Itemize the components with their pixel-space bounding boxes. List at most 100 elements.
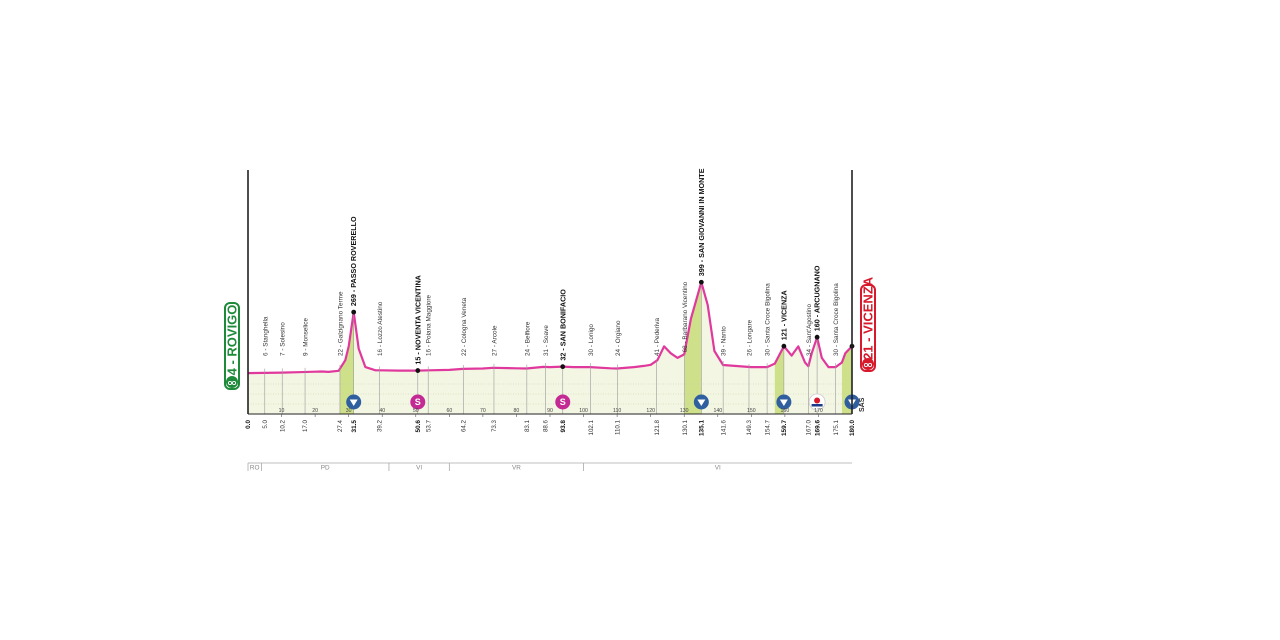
km-label: 50.6	[415, 420, 422, 433]
km-label: 149.3	[746, 419, 753, 435]
km-label: 159.7	[781, 420, 788, 436]
axis-tick-label: 140	[713, 408, 722, 414]
redbull-marker-sun	[814, 397, 821, 404]
sprint-marker-label: S	[560, 397, 566, 407]
distance-axis-layer: 10 20 30 40 50 60 70 80 90 100 110 120 130 140 150 160 1…	[245, 170, 856, 436]
start-badge-cyclist-icon	[226, 376, 238, 388]
place-dot	[781, 343, 787, 349]
km-label: 10.2	[279, 419, 286, 432]
place-label: 30 - Santa Croce Bigolina	[765, 283, 772, 356]
place-labels-layer: 6 - Stanghella 7 - Solesino 9 - Monselice 2…	[262, 168, 855, 414]
place-label: 22 - Cologna Veneta	[461, 297, 468, 356]
climb-marker-icon	[349, 399, 358, 406]
km-label: 110.1	[615, 419, 622, 435]
place-label: 30 - Santa Croce Bigolina	[833, 283, 840, 356]
axis-tick-label: 70	[480, 408, 486, 414]
place-label: 15 - NOVENTA VICENTINA	[413, 275, 422, 364]
redbull-marker-bar	[811, 404, 823, 407]
axis-tick-label: 30	[346, 408, 352, 414]
province-strip-layer: RO PD VI VR VI	[247, 462, 852, 472]
province-label: VI	[416, 465, 422, 472]
km-label: 135.1	[699, 420, 706, 436]
axis-tick-label: 120	[646, 408, 655, 414]
axis-tick-label: 40	[379, 408, 385, 414]
climb-highlight	[841, 282, 852, 414]
axis-tick-label: 160	[781, 408, 790, 414]
axis-tick-label: 90	[547, 408, 553, 414]
place-label: 31 - Soave	[543, 325, 550, 356]
finish-badge-wheel	[867, 362, 873, 368]
place-label: 121 - VICENZA	[779, 290, 788, 340]
place-label: 34 - Sant'Agostino	[806, 304, 813, 356]
start-badge-wheel	[231, 380, 237, 386]
place-dot	[814, 334, 820, 340]
place-label: 68 - Barbarano Vicentino	[682, 281, 689, 352]
place-label: 16 - Lozzo Atestino	[377, 301, 384, 356]
place-label: 16 - Poiana Maggiore	[426, 294, 433, 356]
place-label: 27 - Arcole	[492, 325, 499, 356]
place-label: 6 - Stanghella	[262, 316, 269, 356]
km-label: 175.1	[833, 419, 840, 435]
start-badge-box	[224, 302, 240, 390]
axis-tick-label: 150	[747, 408, 756, 414]
km-label-start: 0.0	[245, 420, 252, 429]
km-label: 31.5	[351, 420, 358, 433]
km-label: 27.4	[337, 419, 344, 432]
km-label: 17.0	[302, 419, 309, 432]
km-label-finish: 180.0	[849, 420, 856, 436]
finish-badge-cyclist-icon	[862, 358, 874, 370]
km-label: 130.1	[682, 419, 689, 435]
axis-tick-label: 60	[446, 408, 452, 414]
place-label: 269 - PASSO ROVERELLO	[349, 216, 358, 306]
place-label: 399 - SAN GIOVANNI IN MONTE	[697, 168, 706, 276]
km-label: 169.6	[814, 420, 821, 436]
km-label: 121.8	[654, 419, 661, 435]
start-finish-layer: 4 - ROVIGO 121 - VICENZA	[224, 276, 876, 390]
place-label: 26 - Longare	[747, 319, 754, 356]
km-label: 73.3	[491, 419, 498, 432]
axis-tick-label: 130	[680, 408, 689, 414]
place-label: 9 - Monselice	[303, 318, 310, 356]
start-badge-wheel	[227, 380, 233, 386]
finish-sign: SAS	[859, 397, 866, 412]
km-label: 83.1	[524, 419, 531, 432]
province-label: RO	[250, 465, 260, 472]
km-label: 141.6	[720, 419, 727, 435]
sprint-marker	[555, 394, 571, 410]
place-label: 41 - Pederiva	[654, 318, 661, 356]
start-badge-label: 4 - ROVIGO	[225, 305, 240, 376]
province-label: VR	[512, 465, 521, 472]
finish-badge-wheel	[863, 362, 869, 368]
km-label: 154.7	[764, 419, 771, 435]
finish-badge-label: 121 - VICENZA	[861, 276, 876, 367]
place-label: 30 - Lonigo	[588, 324, 595, 356]
axis-tick-label: 170	[814, 408, 823, 414]
km-label: 102.1	[588, 419, 595, 435]
place-dot	[698, 279, 704, 285]
province-label: VI	[715, 465, 721, 472]
km-label: 93.8	[560, 420, 567, 433]
sprint-marker	[410, 394, 426, 410]
axis-tick-label: 110	[613, 408, 621, 414]
place-label: 32 - SAN BONIFACIO	[558, 289, 567, 361]
climb-marker-icon	[779, 399, 788, 406]
place-dot	[351, 309, 357, 315]
axis-tick-label: 20	[312, 408, 318, 414]
finish-badge-box	[860, 284, 876, 372]
place-label: 160 - ARCUGNANO	[813, 265, 822, 331]
place-label: 39 - Nanto	[721, 326, 728, 356]
axis-tick-label: 100	[579, 408, 588, 414]
km-label: 53.7	[425, 419, 432, 432]
axis-tick-label: 10	[279, 408, 285, 414]
province-label: PD	[321, 465, 330, 472]
km-label: 39.2	[377, 419, 384, 432]
place-label: 24 - Orgiano	[615, 320, 622, 356]
km-label: 88.6	[543, 419, 550, 432]
place-label: 7 - Solesino	[280, 322, 287, 356]
place-dot	[415, 368, 421, 373]
axis-tick-label: 80	[514, 408, 520, 414]
axis-tick-label: 50	[413, 408, 419, 414]
km-label: 64.2	[461, 419, 468, 432]
place-label: 22 - Galzignano Terme	[337, 291, 344, 356]
